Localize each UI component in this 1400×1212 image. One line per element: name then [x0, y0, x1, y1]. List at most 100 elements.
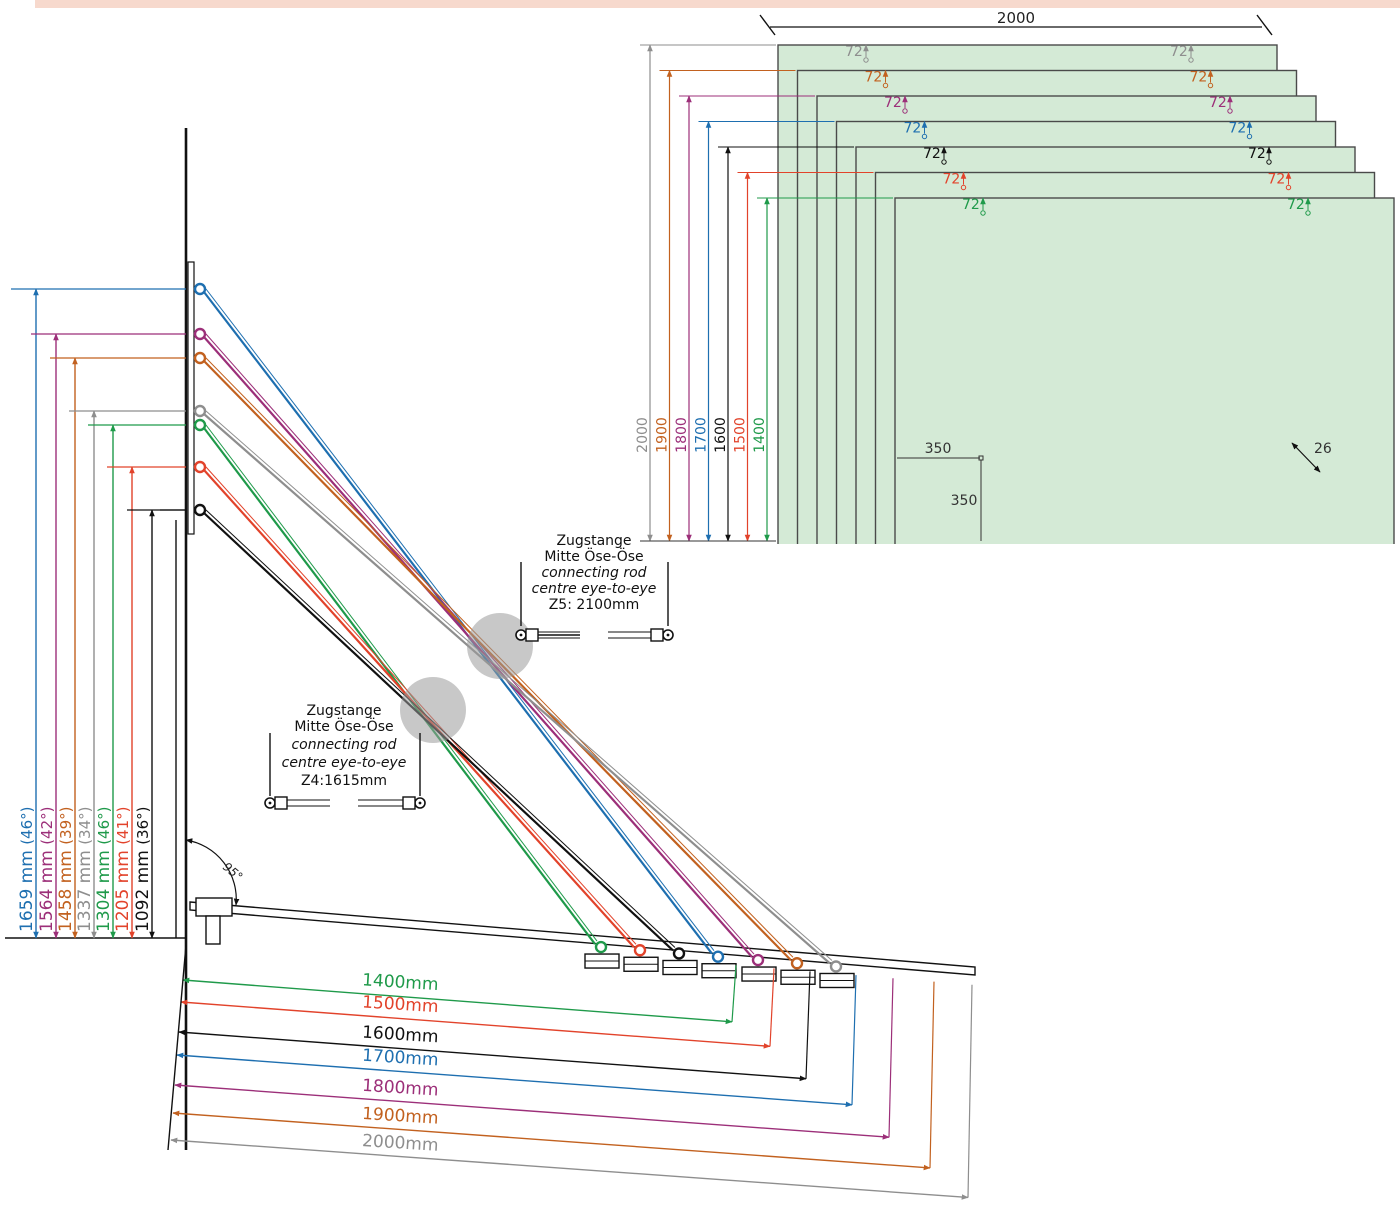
- length-dim-label: 1500mm: [362, 992, 439, 1017]
- rod-highlight-z4: [400, 677, 466, 743]
- length-dim-ext: [967, 984, 973, 1198]
- eye-offset-label: 72: [1229, 121, 1247, 137]
- height-dim-value: 1337 mm: [75, 845, 95, 932]
- canopy-eye: [751, 953, 765, 967]
- eye-hole-icon: [902, 108, 908, 114]
- eye-offset-label: 72: [1287, 197, 1305, 213]
- height-dim-angle: (36°): [134, 807, 152, 845]
- height-dim-value: 1458 mm: [56, 845, 76, 932]
- length-dim-ext: [888, 978, 894, 1138]
- rod-label-subtitle: Mitte Öse-Öse: [544, 547, 643, 565]
- length-dim-line: [170, 1137, 969, 1200]
- rod-label-en-subtitle: centre eye-to-eye: [532, 581, 657, 597]
- tension-rod-edge: [205, 424, 598, 942]
- side-view: 95° 1659 mm (46°)1564 mm (42°)1458 mm (3…: [5, 128, 976, 1200]
- eye-offset-label: 72: [884, 95, 902, 111]
- length-dim-base: [167, 944, 187, 1151]
- canopy-bracket-lower: [205, 915, 221, 945]
- eye-offset-label: 72: [1190, 70, 1208, 86]
- length-dim-ext: [805, 971, 811, 1079]
- height-dim-value: 1304 mm: [94, 845, 114, 932]
- eye-hole-icon: [882, 82, 889, 89]
- rod-icon-left: [264, 796, 330, 810]
- rod-label-length: Z4:1615mm: [301, 773, 387, 789]
- rod-icon-right: [358, 796, 426, 810]
- canopy-eye: [594, 940, 608, 954]
- rod-label-en-subtitle: centre eye-to-eye: [282, 755, 407, 771]
- length-dim-label: 1700mm: [362, 1046, 439, 1071]
- height-dim-label: 1205 mm (41°): [113, 807, 133, 933]
- hole-marker: [978, 455, 984, 461]
- eye-hole-icon: [941, 159, 947, 165]
- wall-eye: [193, 418, 207, 432]
- hole-offset-y-label: 350: [951, 493, 978, 509]
- canopy-eye: [829, 960, 843, 973]
- rod-label-title: Zugstange: [306, 703, 381, 719]
- height-dim-label: 1458 mm (39°): [56, 807, 76, 933]
- canopy-glass: [189, 901, 976, 976]
- eye-offset-label: 72: [962, 197, 980, 213]
- rod-label-z5: Zugstange Mitte Öse-Öse connecting rod c…: [515, 533, 674, 642]
- rod-icon-left: [515, 628, 580, 642]
- wall-eye: [193, 404, 207, 418]
- wall-eye: [193, 460, 207, 474]
- length-dim-line: [172, 1110, 931, 1171]
- eye-hole-icon: [1285, 184, 1292, 191]
- height-dim-label: 1092 mm (36°): [133, 807, 153, 933]
- eye-offset-label: 72: [1268, 172, 1286, 188]
- eye-offset-label: 72: [923, 146, 941, 162]
- height-dim-angle: (34°): [76, 807, 94, 845]
- length-dim-label: 2000mm: [362, 1131, 439, 1156]
- eye-offset-label: 72: [943, 172, 961, 188]
- eye-offset-label: 72: [845, 44, 863, 60]
- height-dim-label: 1337 mm (34°): [75, 807, 95, 933]
- tension-rod-edge: [205, 410, 833, 961]
- length-dim-line: [180, 999, 771, 1049]
- length-dim-ext: [929, 981, 935, 1168]
- height-dim-label: 1659 mm (46°): [17, 807, 37, 933]
- canopy-dash: [859, 960, 976, 973]
- height-dim-label: 1564 mm (42°): [37, 807, 57, 933]
- canopy-eye: [672, 947, 686, 960]
- rod-label-en-title: connecting rod: [541, 565, 646, 581]
- length-dim-line: [176, 1052, 853, 1108]
- hole-diameter-label: 26: [1314, 441, 1332, 457]
- eye-hole-icon: [863, 57, 869, 63]
- hole-offset-x-label: 350: [925, 441, 952, 457]
- rod-highlight-z5: [467, 613, 533, 679]
- eye-hole-icon: [1246, 133, 1253, 140]
- canopy-eye: [790, 957, 804, 970]
- height-dim-angle: (39°): [57, 807, 75, 845]
- eye-hole-icon: [1305, 210, 1311, 216]
- panel-height-label: 1600: [713, 417, 729, 453]
- eye-offset-label: 72: [904, 121, 922, 137]
- top-banner: [35, 0, 1400, 8]
- panel: [894, 197, 1395, 571]
- rod-label-length: Z5: 2100mm: [549, 597, 640, 613]
- rod-label-title: Zugstange: [556, 533, 631, 549]
- height-dim-angle: (46°): [95, 807, 113, 845]
- panel-height-label: 1500: [733, 417, 749, 453]
- panel-width-label: 2000: [997, 9, 1035, 27]
- height-dim-value: 1205 mm: [113, 845, 133, 932]
- angle-arc: [185, 838, 240, 906]
- eye-offset-label: 72: [1209, 95, 1227, 111]
- panel-height-label: 1700: [694, 417, 710, 453]
- panel-height-label: 1800: [674, 417, 690, 453]
- hole-diameter-arrow: [1291, 442, 1321, 473]
- wall-eye: [193, 503, 207, 517]
- length-dim-label: 1800mm: [362, 1076, 439, 1101]
- height-dim-value: 1092 mm: [133, 845, 153, 932]
- wall-rail: [187, 261, 195, 535]
- eye-offset-label: 72: [865, 70, 883, 86]
- canopy-bracket: [195, 897, 233, 917]
- length-dim-line: [178, 1029, 807, 1082]
- height-dim-angle: (42°): [38, 807, 56, 845]
- eye-hole-icon: [980, 210, 986, 216]
- eye-hole-icon: [1207, 82, 1214, 89]
- rod-label-subtitle: Mitte Öse-Öse: [294, 717, 393, 735]
- eye-hole-icon: [1227, 108, 1233, 114]
- length-dim-line: [174, 1082, 890, 1140]
- wall-eye: [193, 327, 207, 341]
